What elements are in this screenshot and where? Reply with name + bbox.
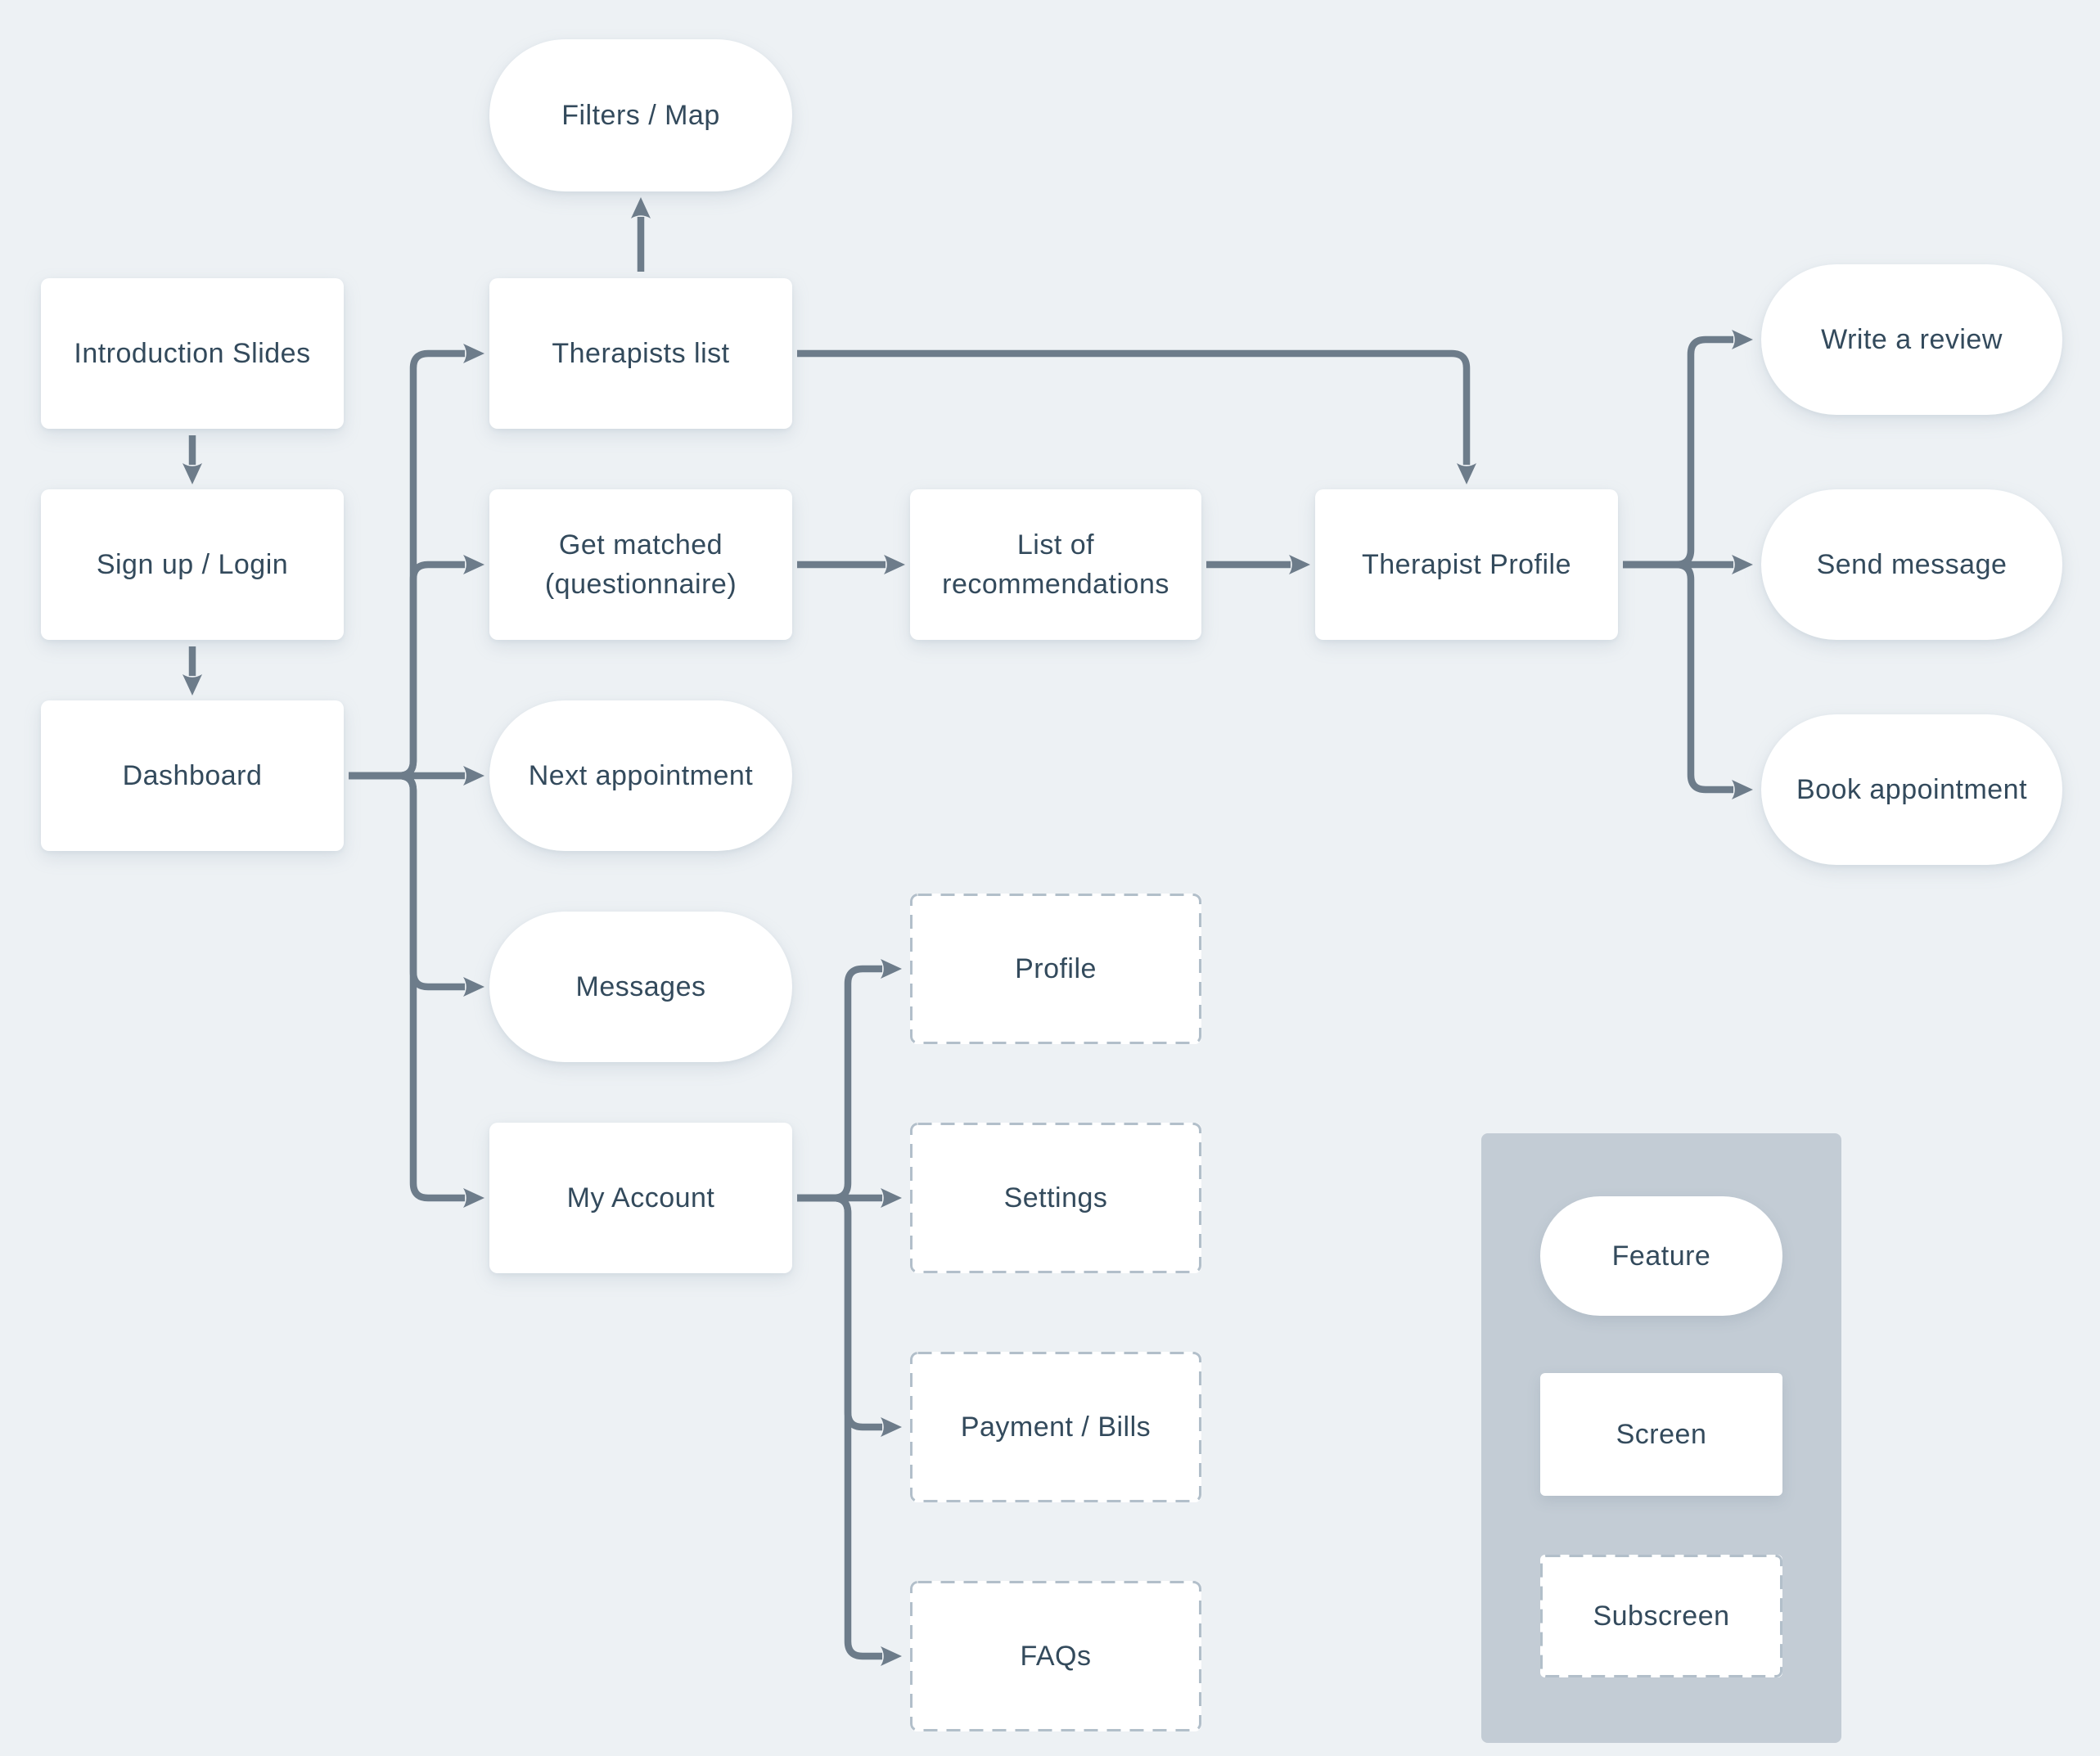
node-write-a-review: Write a review bbox=[1761, 264, 2062, 415]
node-sign-up-login: Sign up / Login bbox=[41, 489, 344, 640]
node-label-line2: (questionnaire) bbox=[544, 569, 737, 600]
legend-screen-label: Screen bbox=[1616, 1418, 1707, 1450]
edge-therapists-list-to-therapist-profile bbox=[797, 349, 1476, 484]
node-label: Next appointment bbox=[528, 760, 754, 791]
node-payment-bills: Payment / Bills bbox=[910, 1352, 1201, 1502]
node-profile: Profile bbox=[910, 894, 1201, 1044]
node-label-line1: List of bbox=[1016, 529, 1095, 561]
node-label: Messages bbox=[575, 971, 706, 1002]
node-settings: Settings bbox=[910, 1123, 1201, 1273]
edge-my-account-to-faqs bbox=[797, 1194, 902, 1666]
legend-subscreen: Subscreen bbox=[1540, 1555, 1782, 1677]
edge-therapist-profile-to-write-review bbox=[1623, 330, 1753, 569]
node-therapists-list: Therapists list bbox=[489, 278, 792, 429]
node-my-account: My Account bbox=[489, 1123, 792, 1273]
node-label: My Account bbox=[566, 1182, 715, 1213]
node-label: FAQs bbox=[1020, 1641, 1092, 1672]
node-label: Book appointment bbox=[1796, 774, 2028, 805]
edge-my-account-to-profile bbox=[797, 959, 902, 1202]
node-messages: Messages bbox=[489, 912, 792, 1062]
node-label: Therapist Profile bbox=[1361, 549, 1572, 580]
node-label: Get matched (questionnaire) bbox=[545, 525, 737, 604]
legend-feature-label: Feature bbox=[1611, 1240, 1711, 1272]
edge-dashboard-to-therapists-list bbox=[349, 344, 484, 780]
edge-my-account-to-payment-bills bbox=[797, 1194, 902, 1437]
node-label: Profile bbox=[1015, 953, 1097, 984]
node-filters-map: Filters / Map bbox=[489, 39, 792, 191]
legend-subscreen-label: Subscreen bbox=[1593, 1600, 1730, 1632]
node-label: Payment / Bills bbox=[960, 1412, 1151, 1443]
node-dashboard: Dashboard bbox=[41, 700, 344, 851]
node-introduction-slides: Introduction Slides bbox=[41, 278, 344, 429]
node-label-line2: recommendations bbox=[942, 569, 1169, 600]
node-label: Sign up / Login bbox=[96, 549, 289, 580]
node-label: Dashboard bbox=[122, 760, 263, 791]
node-label: Send message bbox=[1816, 549, 2008, 580]
node-label: List of recommendations bbox=[942, 525, 1169, 604]
legend-feature: Feature bbox=[1540, 1196, 1782, 1316]
edge-dashboard-to-get-matched bbox=[349, 555, 484, 780]
node-therapist-profile: Therapist Profile bbox=[1315, 489, 1618, 640]
edge-dashboard-to-messages bbox=[349, 772, 484, 997]
edge-therapist-profile-to-book-appointment bbox=[1623, 561, 1753, 799]
node-label: Write a review bbox=[1821, 324, 2003, 355]
legend-screen: Screen bbox=[1540, 1373, 1782, 1496]
node-faqs: FAQs bbox=[910, 1581, 1201, 1731]
node-label: Settings bbox=[1003, 1182, 1108, 1213]
edge-dashboard-to-my-account bbox=[349, 772, 484, 1208]
node-list-of-recommendations: List of recommendations bbox=[910, 489, 1201, 640]
node-send-message: Send message bbox=[1761, 489, 2062, 640]
node-next-appointment: Next appointment bbox=[489, 700, 792, 851]
node-label: Filters / Map bbox=[561, 100, 720, 131]
node-book-appointment: Book appointment bbox=[1761, 714, 2062, 865]
node-label: Therapists list bbox=[552, 338, 730, 369]
node-label-line1: Get matched bbox=[558, 529, 723, 561]
node-get-matched: Get matched (questionnaire) bbox=[489, 489, 792, 640]
node-label: Introduction Slides bbox=[74, 338, 311, 369]
